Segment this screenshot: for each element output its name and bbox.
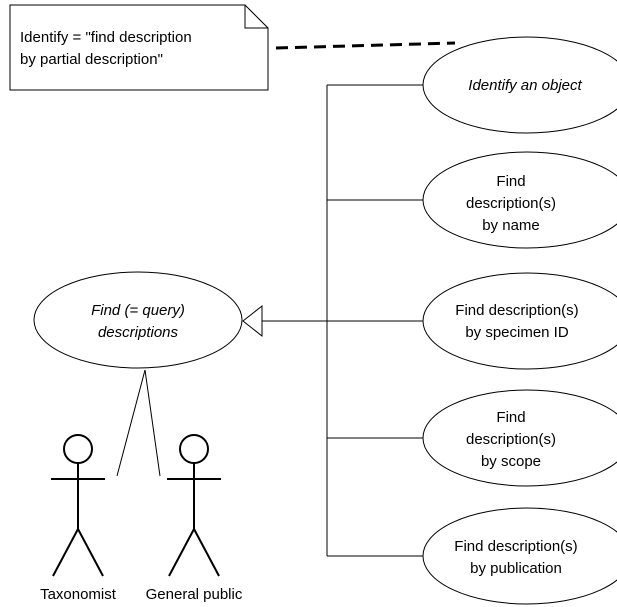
note: Identify = "find description by partial …: [9, 4, 269, 91]
use-case-by-name: Find description(s) by name: [422, 151, 617, 249]
use-case-by-scope: Find description(s) by scope: [422, 389, 617, 487]
use-case-identify-line-1: Identify an object: [468, 77, 582, 94]
use-case-by-name-line-2: description(s): [466, 195, 556, 212]
generalization-connectors: [242, 84, 424, 557]
actor-general-public-head: [179, 434, 209, 464]
actor-taxonomist: Taxonomist: [40, 434, 117, 603]
use-case-by-publication: Find description(s) by publication: [422, 507, 617, 605]
use-case-by-specimen: Find description(s) by specimen ID: [422, 272, 617, 370]
actor-general-public-label: General public: [146, 586, 243, 603]
use-case-find-descriptions-oval: [33, 271, 243, 369]
association-general-public: [144, 369, 161, 477]
actor-taxonomist-left-leg: [52, 528, 79, 577]
note-text-line-1: Identify = "find description: [20, 29, 192, 46]
actor-general-public: General public: [146, 434, 243, 603]
use-case-by-specimen-oval: [422, 272, 617, 370]
actor-taxonomist-label: Taxonomist: [40, 586, 117, 603]
note-anchor-line: [275, 41, 456, 50]
note-fold-corner: [244, 5, 268, 29]
use-case-by-scope-line-2: description(s): [466, 431, 556, 448]
generalization-arrowhead: [242, 304, 263, 338]
use-case-by-scope-line-1: Find: [496, 409, 525, 426]
use-case-by-publication-line-2: by publication: [470, 560, 562, 577]
use-case-by-name-line-1: Find: [496, 173, 525, 190]
use-case-by-specimen-line-2: by specimen ID: [465, 324, 569, 341]
note-outline: [9, 4, 269, 91]
note-text-line-2: by partial description": [20, 51, 163, 68]
use-case-by-name-line-3: by name: [482, 217, 540, 234]
use-case-by-specimen-line-1: Find description(s): [455, 302, 578, 319]
use-case-find-descriptions-line-2: descriptions: [98, 324, 179, 341]
use-case-find-descriptions-line-1: Find (= query): [91, 302, 185, 319]
use-case-identify: Identify an object: [422, 36, 617, 134]
use-case-by-name-oval: [422, 151, 617, 249]
use-case-find-descriptions: Find (= query) descriptions: [33, 271, 243, 369]
use-case-identify-oval: [422, 36, 617, 134]
actor-general-public-right-leg: [193, 528, 220, 577]
actor-general-public-left-leg: [168, 528, 195, 577]
actor-taxonomist-head: [63, 434, 93, 464]
use-case-by-scope-line-3: by scope: [481, 453, 541, 470]
association-taxonomist: [116, 369, 146, 477]
actor-taxonomist-right-leg: [77, 528, 104, 577]
use-case-by-publication-line-1: Find description(s): [454, 538, 577, 555]
use-case-by-scope-oval: [422, 389, 617, 487]
use-case-by-publication-oval: [422, 507, 617, 605]
